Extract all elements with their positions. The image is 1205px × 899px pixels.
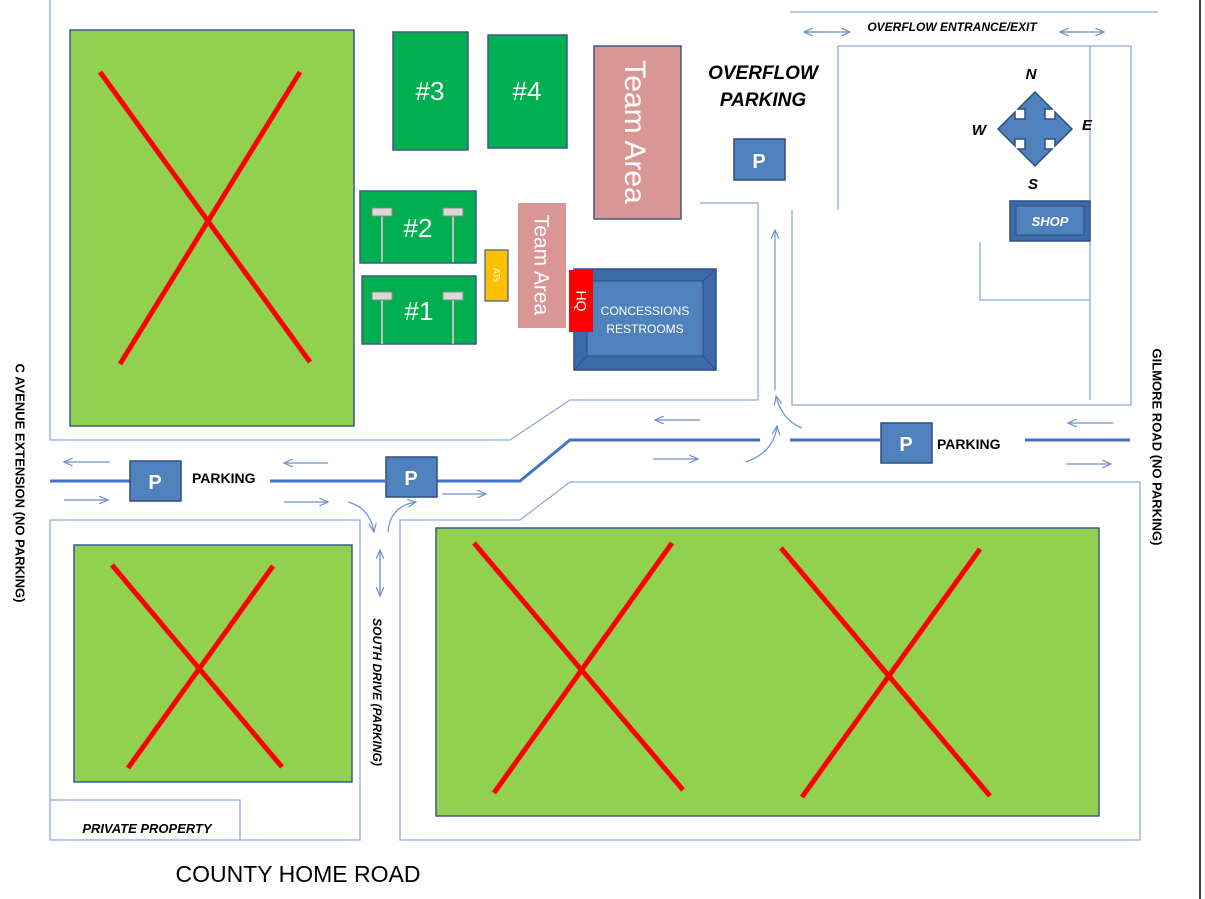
parking-symbol: P [752,151,765,173]
concessions-building: CONCESSIONS RESTROOMS [573,268,717,371]
light-pole-icon [442,207,464,262]
overflow-entrance-label: OVERFLOW ENTRANCE/EXIT [867,20,1038,34]
field-3-label: #3 [416,76,445,106]
private-property-label: PRIVATE PROPERTY [82,821,213,836]
closed-field-northwest [69,29,355,427]
field-3: #3 [392,31,469,151]
parking-label-west: PARKING [192,470,256,486]
ats-tent: ATs [484,249,509,302]
team-area-small: Team Area [518,203,566,328]
overflow-parking-label-2: PARKING [720,90,806,111]
hq-tent: HQ [569,270,593,332]
field-1-label: #1 [405,296,434,326]
road-c-avenue: C AVENUE EXTENSION (NO PARKING) [13,364,28,603]
team-area-large: Team Area [593,45,682,220]
overflow-parking-label-1: OVERFLOW [708,63,820,84]
ats-label: ATs [492,268,502,283]
traffic-arrows [64,32,1113,596]
field-1: #1 [361,275,477,345]
parking-sign-west: P [129,460,182,502]
parking-symbol: P [404,468,417,490]
closed-field-southwest [73,544,353,783]
parking-symbol: P [148,472,161,494]
road-south-drive: SOUTH DRIVE (PARKING) [370,618,384,766]
road-lines [50,438,1130,483]
light-pole-icon [371,291,393,344]
team-area-small-label: Team Area [529,215,552,316]
team-area-large-label: Team Area [618,60,651,204]
compass-west: W [972,122,988,139]
road-gilmore: GILMORE ROAD (NO PARKING) [1150,349,1165,546]
compass-north: N [1026,66,1038,83]
hq-label: HQ [573,291,589,312]
parking-sign-overflow: P [733,138,786,181]
closed-field-southeast [435,527,1100,817]
compass-icon: N S E W [972,66,1093,193]
shop-label: SHOP [1032,214,1069,229]
light-pole-icon [371,207,393,262]
field-4: #4 [487,34,568,149]
parking-sign-east: P [880,422,933,464]
road-county-home: COUNTY HOME ROAD [176,861,421,887]
concessions-label: CONCESSIONS [601,304,690,318]
light-pole-icon [442,291,464,344]
compass-east: E [1082,117,1093,134]
field-2-label: #2 [404,213,433,243]
parking-sign-center: P [385,456,438,498]
compass-south: S [1028,176,1038,193]
field-4-label: #4 [513,76,542,106]
parking-label-east: PARKING [937,436,1001,452]
restrooms-label: RESTROOMS [606,322,683,336]
shop-building: SHOP [1009,200,1091,242]
boundary-lines [49,0,1158,841]
field-2: #2 [359,190,477,264]
light-pole-icons [371,207,464,344]
parking-symbol: P [899,434,912,456]
